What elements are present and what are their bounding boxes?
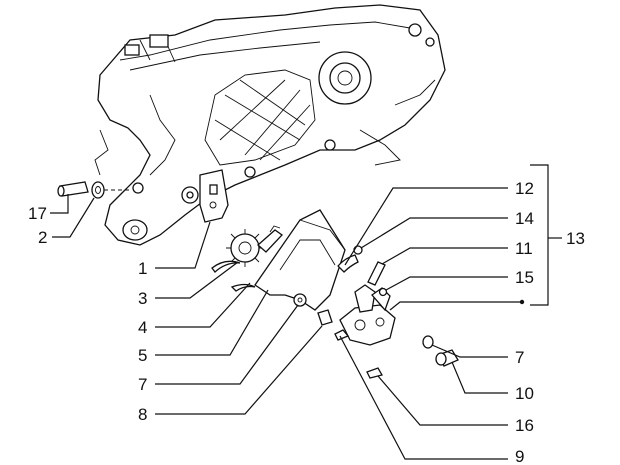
washer-2: [91, 181, 105, 199]
hose-12: [337, 254, 359, 273]
drive-gear-3: [226, 225, 283, 267]
callout-7-left: 7: [138, 375, 147, 394]
screw-7-right: [422, 335, 434, 349]
callout-2: 2: [38, 228, 47, 247]
stud-pin-17: [57, 181, 89, 197]
clip-16: [366, 367, 383, 379]
callout-11: 11: [515, 239, 533, 258]
callout-8: 8: [138, 405, 147, 424]
callout-12: 12: [515, 179, 534, 198]
callout-3: 3: [138, 289, 147, 308]
hose-11: [367, 261, 386, 286]
leader-lines: [50, 164, 562, 460]
clip-14: [353, 245, 363, 255]
pump-cover-plate: [199, 169, 229, 223]
callout-14: 14: [515, 209, 534, 228]
oil-pump-9: [334, 284, 396, 346]
callout-5: 5: [138, 346, 147, 365]
pump-bracket: [254, 209, 346, 326]
callout-4: 4: [138, 318, 147, 337]
crankcase: [94, 4, 446, 246]
callout-1: 1: [138, 259, 147, 278]
callout-labels: 17 2 1 3 4 5 7 8 12 14 11 15 13 7 10 16 …: [28, 179, 585, 465]
callout-15: 15: [515, 268, 534, 287]
callout-9: 9: [515, 447, 524, 465]
callout-13: 13: [566, 229, 585, 248]
callout-16: 16: [515, 416, 534, 435]
half-ring-seal: [211, 260, 256, 292]
callout-17: 17: [28, 204, 47, 223]
callout-10: 10: [515, 384, 534, 403]
callout-7-right: 7: [515, 348, 524, 367]
clip-15: [378, 287, 388, 297]
screw-10: [435, 349, 459, 367]
mount-boss: [132, 182, 144, 194]
